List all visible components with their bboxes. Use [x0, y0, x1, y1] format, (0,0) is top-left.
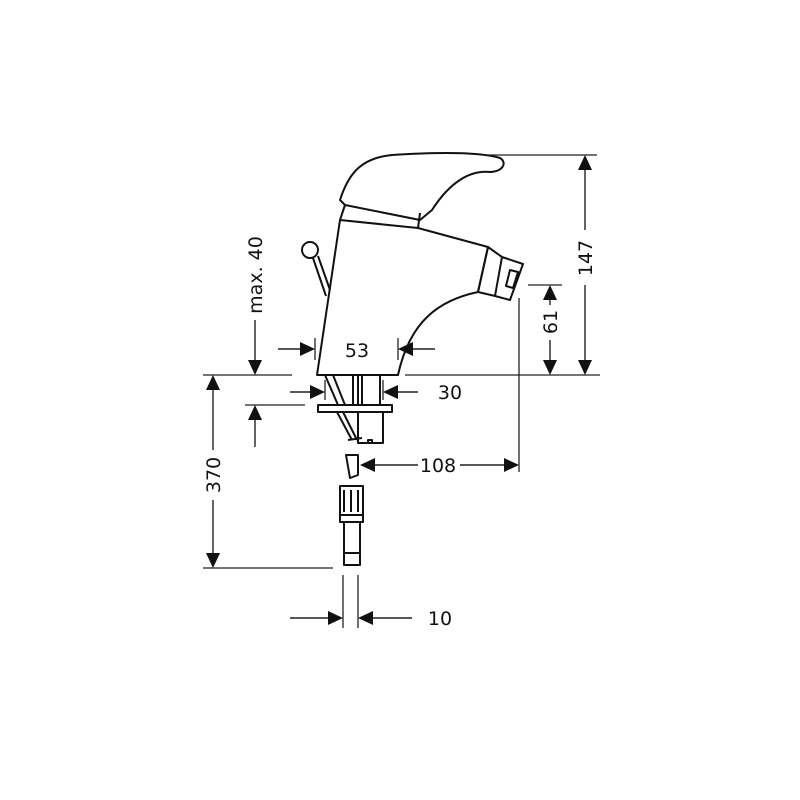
- fixing-block: [357, 412, 384, 444]
- dimension-label-61: 61: [540, 310, 562, 334]
- dimension-label-30: 30: [438, 382, 462, 404]
- popup-knob: [301, 241, 319, 259]
- dimension-label-147: 147: [575, 240, 597, 276]
- dimension-53: 53: [278, 340, 435, 362]
- body: [316, 219, 489, 376]
- dimension-max-40: max. 40: [245, 236, 267, 447]
- mounting-plate: [317, 404, 393, 413]
- dimension-10: 10: [290, 608, 452, 630]
- dimension-label-108: 108: [420, 455, 456, 477]
- dimension-147: 147: [575, 155, 597, 375]
- dimension-30: 30: [290, 382, 462, 404]
- dimension-370: 370: [203, 375, 225, 568]
- handle-neck: [339, 204, 421, 229]
- dimension-label-10: 10: [428, 608, 452, 630]
- dimension-label-53: 53: [345, 340, 369, 362]
- dimension-label-370: 370: [203, 457, 225, 493]
- lever-handle: [339, 152, 505, 221]
- dimension-label-max-40: max. 40: [245, 236, 267, 314]
- popup-linkage: [336, 411, 363, 479]
- hose-connector: [339, 485, 364, 566]
- faucet-outline: [301, 152, 524, 566]
- dimension-108: 108: [360, 455, 519, 477]
- spout-nozzle: [477, 246, 524, 301]
- dimension-61: 61: [540, 285, 562, 375]
- shank: [324, 374, 381, 406]
- popup-rod: [312, 255, 331, 297]
